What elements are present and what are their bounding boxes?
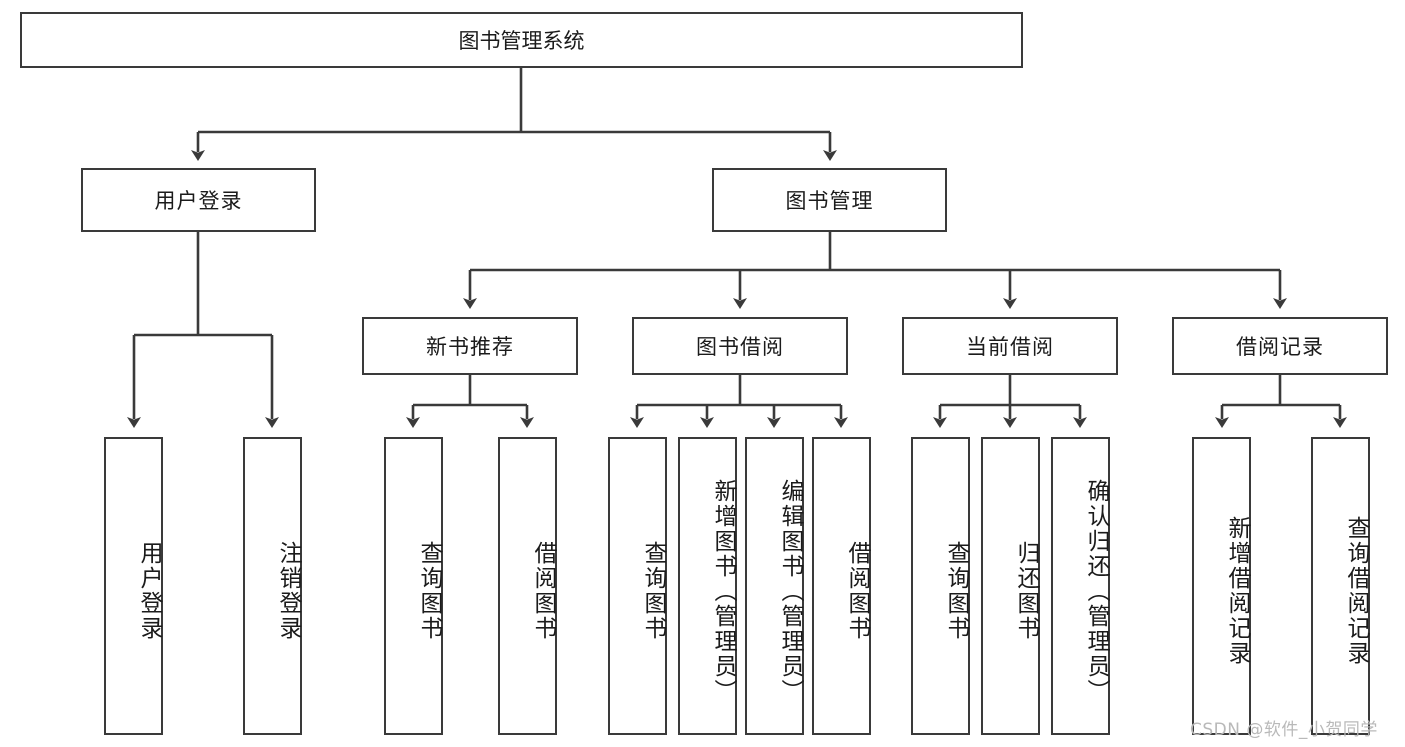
leaf-user-login-login[interactable]: 用户登录 xyxy=(104,437,163,735)
leaf-new-book-query-book[interactable]: 查询图书 xyxy=(384,437,443,735)
node-label: 当前借阅 xyxy=(966,335,1054,359)
node-label: 新增图书（管理员） xyxy=(710,478,736,704)
watermark-text: CSDN @软件_小贺同学 xyxy=(1190,720,1378,740)
node-label: 图书管理系统 xyxy=(458,29,585,53)
node-label: 查询图书 xyxy=(640,541,666,641)
node-new-book-recommend[interactable]: 新书推荐 xyxy=(362,317,578,375)
node-label: 新书推荐 xyxy=(426,335,514,359)
node-label: 注销登录 xyxy=(275,541,301,641)
leaf-borrow-record-add-record[interactable]: 新增借阅记录 xyxy=(1192,437,1251,735)
node-user-login[interactable]: 用户登录 xyxy=(81,168,316,232)
leaf-book-borrow-add-book-admin[interactable]: 新增图书（管理员） xyxy=(678,437,737,735)
node-label: 用户登录 xyxy=(136,541,162,641)
node-root-book-management-system[interactable]: 图书管理系统 xyxy=(20,12,1023,68)
node-book-management[interactable]: 图书管理 xyxy=(712,168,947,232)
node-label: 图书借阅 xyxy=(696,335,784,359)
node-label: 确认归还（管理员） xyxy=(1083,478,1109,704)
node-label: 查询借阅记录 xyxy=(1343,516,1369,666)
leaf-current-borrow-return-book[interactable]: 归还图书 xyxy=(981,437,1040,735)
leaf-user-login-logout[interactable]: 注销登录 xyxy=(243,437,302,735)
leaf-book-borrow-query-book[interactable]: 查询图书 xyxy=(608,437,667,735)
node-label: 借阅图书 xyxy=(844,541,870,641)
node-label: 编辑图书（管理员） xyxy=(777,478,803,704)
node-label: 查询图书 xyxy=(416,541,442,641)
node-label: 借阅图书 xyxy=(530,541,556,641)
node-borrow-record[interactable]: 借阅记录 xyxy=(1172,317,1388,375)
leaf-current-borrow-confirm-return-admin[interactable]: 确认归还（管理员） xyxy=(1051,437,1110,735)
node-label: 图书管理 xyxy=(785,189,874,213)
node-current-borrow[interactable]: 当前借阅 xyxy=(902,317,1118,375)
leaf-new-book-borrow-book[interactable]: 借阅图书 xyxy=(498,437,557,735)
leaf-book-borrow-borrow-book[interactable]: 借阅图书 xyxy=(812,437,871,735)
leaf-borrow-record-query-record[interactable]: 查询借阅记录 xyxy=(1311,437,1370,735)
node-label: 新增借阅记录 xyxy=(1224,516,1250,666)
node-label: 借阅记录 xyxy=(1236,335,1324,359)
node-label: 用户登录 xyxy=(154,189,243,213)
node-label: 归还图书 xyxy=(1013,541,1039,641)
leaf-book-borrow-edit-book-admin[interactable]: 编辑图书（管理员） xyxy=(745,437,804,735)
node-label: 查询图书 xyxy=(943,541,969,641)
leaf-current-borrow-query-book[interactable]: 查询图书 xyxy=(911,437,970,735)
node-book-borrow[interactable]: 图书借阅 xyxy=(632,317,848,375)
